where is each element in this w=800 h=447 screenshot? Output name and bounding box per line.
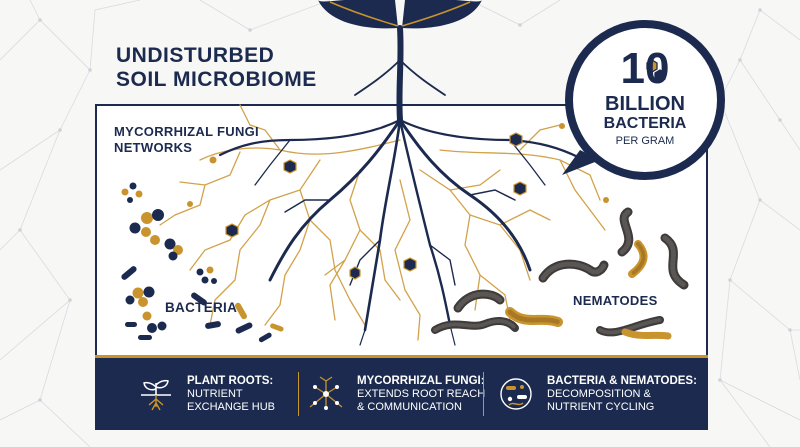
legend-line2-fungi: & COMMUNICATION	[357, 400, 462, 413]
title-line-1: UNDISTURBED	[116, 44, 275, 67]
legend-title-fungi: MYCORRHIZAL FUNGI:	[357, 374, 485, 387]
legend-item-bacteria: BACTERIA & NEMATODES: DECOMPOSITION & NU…	[495, 358, 697, 430]
fungi-spore	[559, 123, 565, 129]
fungi-label-line-2: NETWORKS	[114, 140, 193, 155]
molecule-icon	[646, 59, 666, 83]
fungi-label: MYCORRHIZAL FUNGI NETWORKS	[114, 124, 274, 156]
page-title: UNDISTURBED SOIL MICROBIOME	[116, 44, 317, 92]
stat-badge	[562, 20, 725, 180]
bacteria-cluster	[121, 182, 284, 343]
stat-number: 10	[620, 44, 670, 93]
stat-sub: PER GRAM	[615, 135, 675, 147]
nematodes-group	[431, 207, 689, 340]
nematodes-label: NEMATODES	[573, 293, 658, 308]
legend-text-roots: PLANT ROOTS: NUTRIENT EXCHANGE HUB	[187, 375, 275, 414]
fungal-nodes	[225, 132, 527, 280]
legend-bar: PLANT ROOTS: NUTRIENT EXCHANGE HUB MYCOR…	[95, 355, 708, 430]
legend-line1-bacteria: DECOMPOSITION &	[547, 387, 651, 400]
network-icon	[309, 376, 343, 410]
fungal-hyphae	[159, 104, 606, 341]
legend-divider	[298, 372, 299, 416]
legend-text-bacteria: BACTERIA & NEMATODES: DECOMPOSITION & NU…	[547, 375, 697, 414]
sprout-icon	[141, 379, 171, 411]
fungi-spore	[603, 197, 609, 203]
legend-title-bacteria: BACTERIA & NEMATODES:	[547, 374, 697, 387]
bacteria-label: BACTERIA	[165, 300, 238, 315]
legend-item-fungi: MYCORRHIZAL FUNGI: EXTENDS ROOT REACH & …	[305, 358, 485, 430]
legend-text-fungi: MYCORRHIZAL FUNGI: EXTENDS ROOT REACH & …	[357, 375, 485, 414]
legend-item-roots: PLANT ROOTS: NUTRIENT EXCHANGE HUB	[135, 358, 275, 430]
legend-line2-roots: EXCHANGE HUB	[187, 400, 276, 413]
legend-title-roots: PLANT ROOTS:	[187, 374, 274, 387]
legend-line2-bacteria: NUTRIENT CYCLING	[547, 400, 655, 413]
stat-unit: BILLION	[605, 93, 685, 115]
fungi-spore	[187, 201, 193, 207]
legend-line1-fungi: EXTENDS ROOT REACH	[357, 387, 486, 400]
fungi-label-line-1: MYCORRHIZAL FUNGI	[114, 124, 259, 139]
stat-text: 10 BILLION BACTERIA PER GRAM	[563, 47, 727, 148]
title-line-2: SOIL MICROBIOME	[116, 68, 317, 91]
legend-divider	[483, 372, 484, 416]
microbe-icon	[500, 378, 532, 410]
legend-line1-roots: NUTRIENT	[187, 387, 243, 400]
stat-what: BACTERIA	[603, 115, 687, 132]
fungi-spore	[209, 156, 217, 164]
leaves-icon	[318, 0, 482, 29]
